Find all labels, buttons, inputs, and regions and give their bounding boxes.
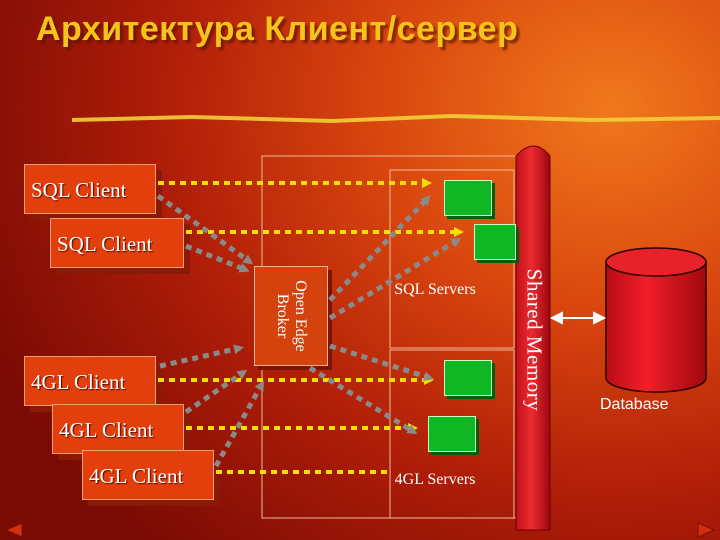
4gl-server-2[interactable] [428, 416, 476, 452]
broker-to-4gl-server-2 [308, 365, 418, 435]
4gl-client-3-to-broker [213, 380, 265, 468]
broker-to-4gl-server-1 [329, 343, 434, 381]
4gl-servers-frame [389, 349, 515, 519]
slide-title: Архитектура Клиент/сервер [36, 10, 519, 48]
prev-slide-icon[interactable] [4, 522, 24, 538]
4gl-client-2-label: 4GL Client [59, 418, 154, 442]
4gl-client-1-to-broker [159, 344, 244, 369]
sql-servers-label: SQL Servers [394, 281, 476, 298]
sql-client-1-to-broker [156, 193, 254, 265]
title-underline [72, 114, 720, 123]
sql-server-2[interactable] [474, 224, 516, 260]
broker-to-sql-server-2 [328, 237, 462, 321]
broker-to-sql-server-1 [328, 195, 431, 302]
4gl-client-1-label: 4GL Client [31, 370, 126, 394]
4gl-servers-label: 4GL Servers [394, 471, 476, 488]
sql-client-1[interactable]: SQL Client [24, 164, 156, 214]
4gl-client-2[interactable]: 4GL Client [52, 404, 184, 454]
next-slide-icon[interactable] [696, 522, 716, 538]
sql-server-1[interactable] [444, 180, 492, 216]
memory-database-arrow [549, 311, 607, 325]
4gl-client-3-label: 4GL Client [89, 464, 184, 488]
4gl-client-3[interactable]: 4GL Client [82, 450, 214, 500]
4gl-client-2-to-broker [184, 369, 248, 415]
open-edge-broker[interactable]: Open Edge Broker [254, 266, 328, 366]
database-cylinder [605, 247, 707, 393]
sql-client-1-label: SQL Client [31, 178, 127, 202]
sql-client-2-to-broker [185, 243, 250, 273]
shared-memory-bar [515, 145, 551, 531]
4gl-server-1[interactable] [444, 360, 492, 396]
database-label: Database [600, 396, 669, 413]
sql-client-2[interactable]: SQL Client [50, 218, 184, 268]
4gl-client-1[interactable]: 4GL Client [24, 356, 156, 406]
sql-client-2-label: SQL Client [57, 232, 153, 256]
